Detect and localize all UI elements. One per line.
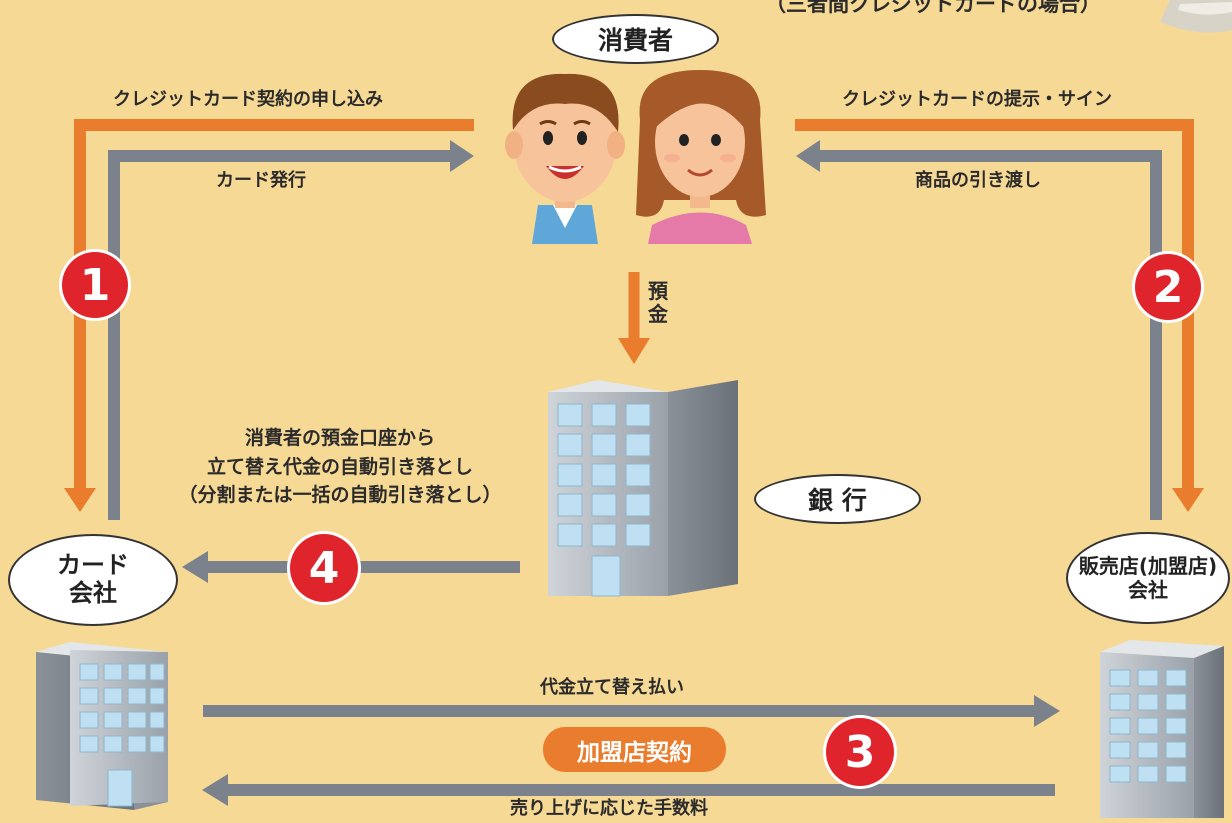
bank-label: 銀 行: [754, 474, 921, 524]
arrow-issue: [108, 140, 474, 520]
issue-label: カード発行: [216, 170, 306, 191]
fee-label: 売り上げに応じた手数料: [510, 798, 708, 819]
debit-label-line3: （分割または一括の自動引き落とし）: [178, 484, 502, 506]
arrow-present: [795, 119, 1204, 512]
arrow-deposit: [618, 272, 650, 364]
debit-label-line2: 立て替え代金の自動引き落とし: [206, 455, 473, 478]
step-badge-4: 4: [290, 534, 358, 602]
arrow-pay: [203, 695, 1060, 727]
paper-decoration: [1160, 0, 1232, 33]
bank-label-text: 銀 行: [808, 486, 867, 515]
merchant-contract-text: 加盟店契約: [577, 739, 692, 766]
present-label: クレジットカードの提示・サイン: [842, 89, 1112, 110]
arrow-fee: [202, 774, 1055, 806]
pay-label: 代金立て替え払い: [540, 677, 684, 698]
step-badge-4-number: 4: [308, 542, 340, 594]
consumer-woman-illustration: [636, 70, 766, 244]
step-badge-1-number: 1: [79, 259, 111, 311]
card-company-label-line2: 会社: [69, 579, 117, 607]
card-company-label-line1: カード: [57, 551, 129, 580]
step-badge-3: 3: [826, 718, 894, 786]
header-subtitle: （三者間クレジットカードの場合）: [765, 0, 1101, 16]
step-badge-2: 2: [1135, 254, 1201, 320]
merchant-label-line2: 会社: [1128, 578, 1168, 602]
merchant-contract-pill: 加盟店契約: [543, 727, 726, 772]
step-badge-1: 1: [62, 252, 128, 318]
deposit-label-char2: 金: [648, 302, 668, 326]
arrow-debit: [182, 551, 520, 583]
merchant-building: [1100, 640, 1224, 818]
consumer-man-illustration: [505, 73, 625, 244]
apply-label: クレジットカード契約の申し込み: [113, 89, 383, 110]
step-badge-3-number: 3: [844, 726, 876, 778]
step-badge-2-number: 2: [1152, 261, 1184, 313]
deposit-label-char1: 預: [648, 279, 668, 303]
deposit-label: 預 金: [648, 280, 668, 326]
card-company-building: [36, 642, 168, 810]
arrow-apply: [64, 119, 474, 512]
card-company-label: カード 会社: [8, 534, 178, 626]
debit-label: 消費者の預金口座から 立て替え代金の自動引き落とし （分割または一括の自動引き落…: [140, 424, 540, 510]
merchant-label: 販売店(加盟店) 会社: [1066, 532, 1230, 624]
consumer-label: 消費者: [552, 14, 719, 64]
bank-building: [548, 380, 738, 597]
merchant-label-line1: 販売店(加盟店): [1078, 554, 1218, 578]
consumer-label-text: 消費者: [597, 26, 673, 55]
debit-label-line1: 消費者の預金口座から: [244, 427, 435, 449]
deliver-label: 商品の引き渡し: [915, 170, 1041, 191]
arrow-deliver: [796, 140, 1162, 520]
